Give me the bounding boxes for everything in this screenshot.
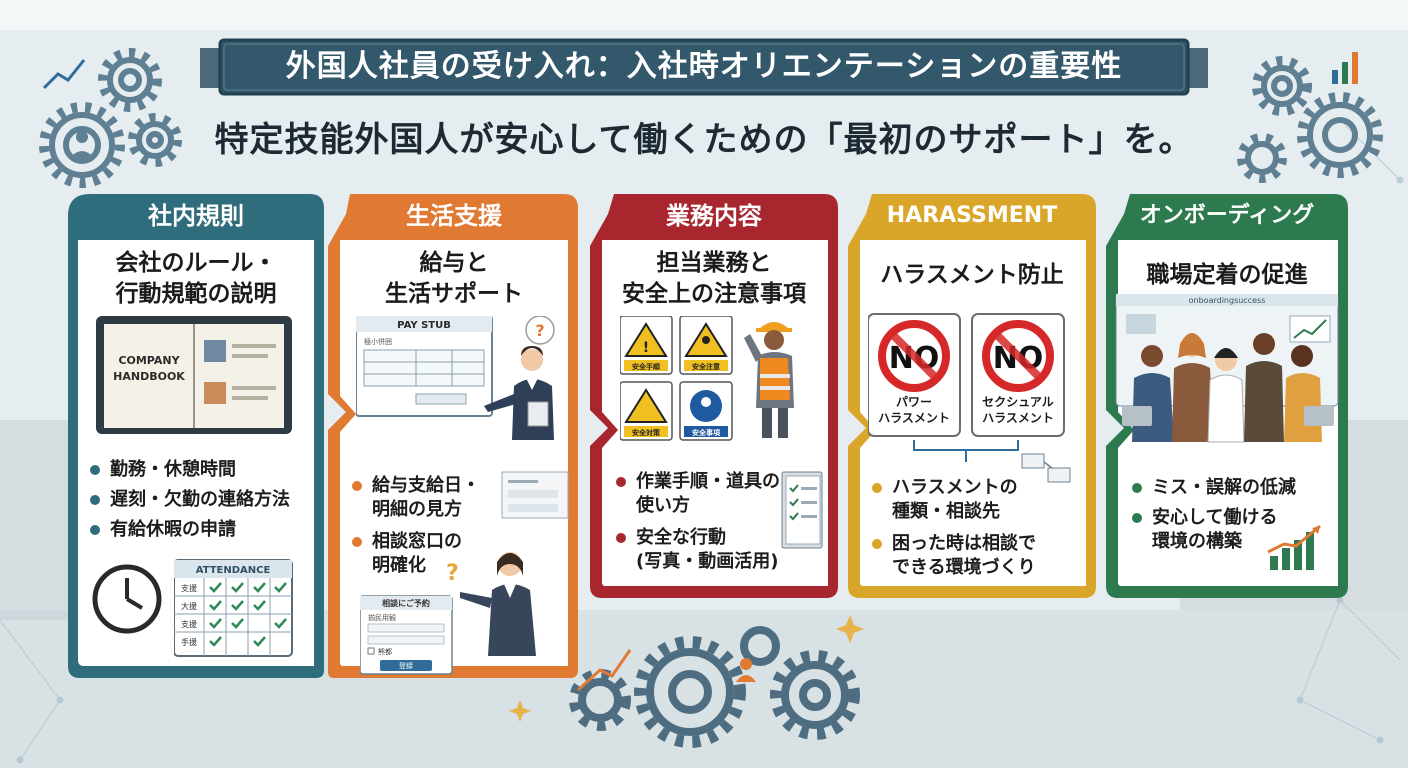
list-item: 作業手順・道具の 使い方 [614,470,790,518]
card-heading: 給与と 生活サポート [385,250,523,307]
tab-work-content: 業務内容 [666,202,762,230]
bullet-list: ミス・誤解の低減 安心して働ける 環境の構築 [1130,476,1340,560]
svg-text:登録: 登録 [399,661,413,670]
gear-icon [49,57,174,178]
list-item: 勤務・休憩時間 [88,458,320,482]
bullet-list: 勤務・休憩時間 遅刻・欠勤の連絡方法 有給休暇の申請 [88,458,320,548]
card-rules: 社内規則 会社のルール・ 行動規範の説明 COMPANY HANDBOOK 勤務… [62,186,330,682]
page-title: 外国人社員の受け入れ：入社時オリエンテーションの重要性 [285,49,1123,84]
screen-title: onboardingsuccess [1189,296,1266,305]
worker-illustration [744,322,794,438]
manual-icon [781,471,823,549]
gear-icon [1245,65,1373,175]
list-item: 困った時は相談で できる環境づくり [870,532,1086,580]
list-item: ハラスメントの 種類・相談先 [870,476,1086,524]
card-heading: ハラスメント防止 [880,262,1064,288]
svg-text:支援: 支援 [181,583,197,593]
checkmark-icon [209,582,287,647]
book-title-1: COMPANY [118,354,180,367]
bullet-list: ハラスメントの 種類・相談先 困った時は相談で できる環境づくり [870,476,1086,586]
question-bubble-icon [525,316,555,345]
list-item: 有給休暇の申請 [88,518,320,542]
people-icon [736,658,756,682]
svg-text:安全注意: 安全注意 [692,362,720,371]
doc-card-icon [501,471,569,519]
card-work-content: 業務内容 担当業務と 安全上の注意事項 ! 安全手順 安全注意 安全対策 [580,186,848,682]
paystub-illustration: PAY STUB 極小併囲 ? [356,316,555,440]
attendance-sheet-illustration: ATTENDANCE 支援 大援 支援 手援 [174,559,293,657]
svg-text:安全手順: 安全手順 [632,362,661,371]
title-banner: 外国人社員の受け入れ：入社時オリエンテーションの重要性 [200,38,1208,96]
list-item: 安全な行動 (写真・動画活用) [614,526,790,574]
svg-text:揃民用観: 揃民用観 [368,613,396,622]
svg-text:大援: 大援 [181,601,197,611]
safety-signs-illustration: ! 安全手順 安全注意 安全対策 安全事項 [620,316,794,441]
trend-icon [42,59,86,90]
card-onboarding: オンボーディング 職場定着の促進 onboardingsuccess ミス・誤解… [1096,186,1358,682]
svg-text:相談にご予約: 相談にご予約 [382,598,430,608]
sign-label-sexual: セクシュアル ハラスメント [982,395,1054,425]
list-item: 遅刻・欠勤の連絡方法 [88,488,320,512]
bar-chart-icon [1332,52,1358,84]
card-heading: 担当業務と 安全上の注意事項 [622,250,806,307]
tab-onboarding: オンボーディング [1139,203,1315,228]
person-icon [76,131,88,143]
sign-label-power: パワー ハラスメント [878,395,950,425]
team-illustration: onboardingsuccess [1115,294,1339,443]
gear-icon [578,626,849,736]
sheet-title: ATTENDANCE [196,565,271,576]
svg-text:!: ! [643,340,649,356]
sparkle-icon [509,700,531,722]
fall-warning-icon [624,388,668,423]
svg-text:?: ? [535,321,544,340]
card-life-support: 生活支援 給与と 生活サポート PAY STUB 極小併囲 ? 給与支給日・ 明… [320,186,588,682]
no-harassment-illustration: NO NO [868,313,1065,437]
tab-harassment: HARASSMENT [886,203,1058,228]
consult-form-illustration: 相談にご予約 揃民用観 熊都 登録 ? [360,552,536,675]
page-subtitle: 特定技能外国人が安心して働くための「最初のサポート」を。 [214,120,1194,160]
svg-text:手援: 手援 [181,637,197,647]
svg-text:極小併囲: 極小併囲 [364,337,392,346]
checkbox-icon [367,647,375,655]
card-heading: 職場定着の促進 [1146,262,1308,288]
bullet-list: 作業手順・道具の 使い方 安全な行動 (写真・動画活用) [614,470,790,580]
svg-text:支援: 支援 [181,619,197,629]
tab-rules: 社内規則 [148,202,244,230]
sparkle-icon [836,615,864,643]
card-harassment: HARASSMENT ハラスメント防止 NO NO パワー ハラスメント セクシ… [838,186,1106,682]
list-item: 相談窓口の 明確化 [350,530,500,578]
bullet-list: 給与支給日・ 明細の見方 相談窓口の 明確化 [350,474,500,584]
person-illustration [484,346,554,440]
warning-icon [624,322,668,357]
clock-icon [92,564,162,634]
person-illustration [460,552,536,656]
svg-text:安全事項: 安全事項 [692,428,721,437]
svg-text:熊都: 熊都 [378,647,392,656]
flow-connector-icon [913,440,1071,483]
list-item: 安心して働ける 環境の構築 [1130,506,1340,554]
svg-text:安全対策: 安全対策 [632,428,661,437]
book-title-2: HANDBOOK [113,370,185,383]
question-icon: ? [446,561,459,586]
doc-title: PAY STUB [397,320,451,331]
growth-chart-icon [1267,524,1321,570]
list-item: 給与支給日・ 明細の見方 [350,474,500,522]
list-item: ミス・誤解の低減 [1130,476,1340,500]
trend-icon [576,649,632,692]
card-heading: 会社のルール・ 行動規範の説明 [115,250,277,307]
person-illustration [1122,333,1334,443]
tab-life-support: 生活支援 [406,202,502,230]
handbook-illustration: COMPANY HANDBOOK [96,316,292,434]
